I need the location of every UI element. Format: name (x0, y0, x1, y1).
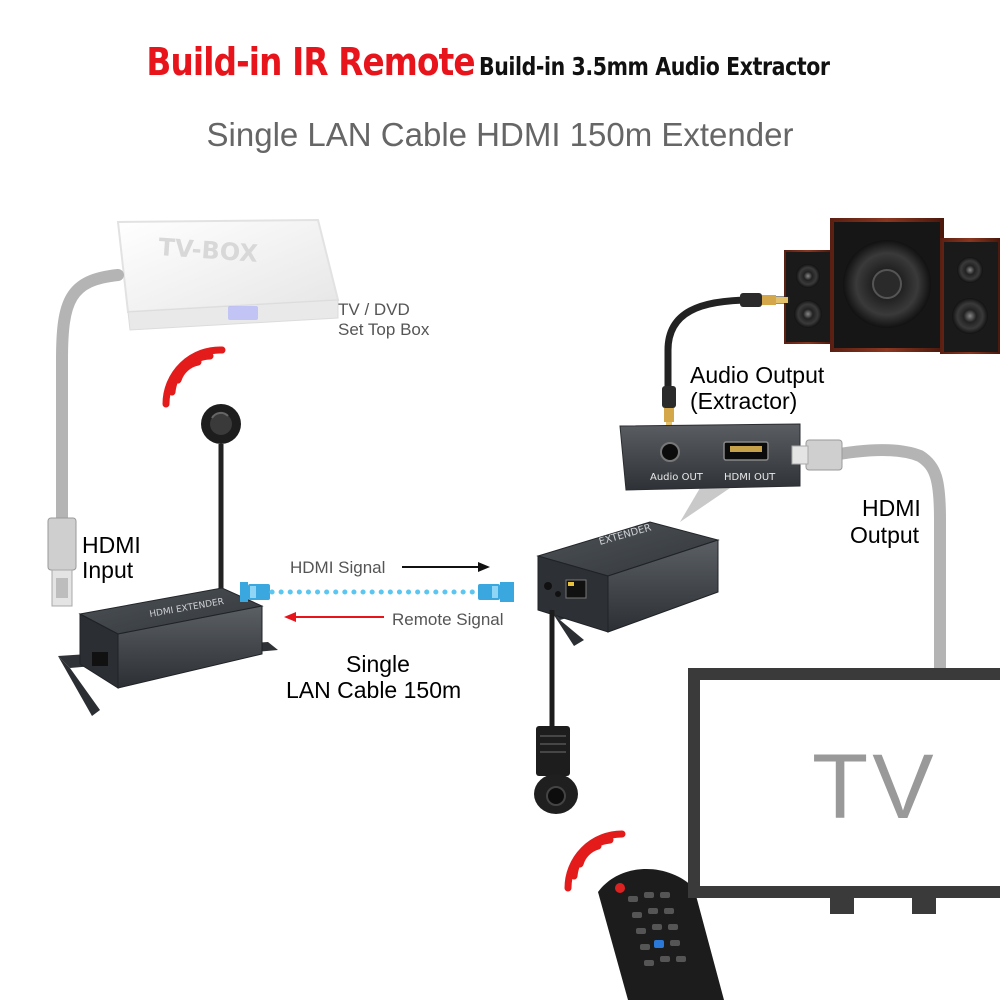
hdmi-output-label-line2: Output (850, 522, 920, 548)
tv-screen-label: TV (812, 736, 938, 838)
audio-output-label-line2: (Extractor) (690, 388, 798, 414)
ir-sensor-icon (534, 726, 578, 814)
panel-callout (680, 488, 730, 522)
tv-box-logo: TV-BOX (158, 233, 260, 268)
hdmi-signal-label: HDMI Signal (290, 558, 386, 577)
receiver-unit: EXTENDER (536, 521, 720, 646)
lan-plug-transmitter (240, 582, 270, 602)
headline-audio-extractor: Build-in 3.5mm Audio Extractor (479, 52, 830, 81)
ir-sensor-icon (201, 404, 241, 444)
headline: Build-in IR Remote Build-in 3.5mm Audio … (0, 40, 1000, 84)
headline-ir-remote: Build-in IR Remote (146, 40, 476, 84)
hdmi-input-label-line1: HDMI (82, 532, 141, 558)
hdmi-plug-icon (47, 517, 77, 607)
cable-label-line1: Single (346, 651, 410, 677)
speaker-icon (784, 218, 1000, 354)
panel-audio-out-label: Audio OUT (650, 472, 704, 483)
lan-plug-receiver (478, 582, 514, 602)
ir-wave-icon (162, 346, 226, 408)
subtitle: Single LAN Cable HDMI 150m Extender (206, 116, 794, 153)
audio-output-label-line1: Audio Output (690, 362, 825, 388)
remote-control-icon (598, 868, 724, 1000)
output-panel: Audio OUT HDMI OUT (619, 423, 801, 491)
transmitter-unit: HDMI EXTENDER (58, 587, 278, 716)
tv-icon (688, 668, 1000, 914)
remote-signal-label: Remote Signal (392, 610, 504, 629)
tv-box-icon: TV-BOX (116, 218, 340, 331)
source-label-line2: Set Top Box (338, 320, 430, 339)
hdmi-input-label-line2: Input (82, 557, 134, 583)
source-label-line1: TV / DVD (338, 300, 410, 319)
cable-label-line2: LAN Cable 150m (286, 677, 462, 703)
hdmi-output-label-line1: HDMI (862, 495, 921, 521)
ir-wave-icon (564, 830, 626, 892)
panel-hdmi-out-label: HDMI OUT (724, 472, 776, 483)
hdmi-input-cable (56, 269, 124, 526)
hdmi-output-cable (822, 444, 946, 678)
hdmi-plug-icon (791, 439, 843, 471)
